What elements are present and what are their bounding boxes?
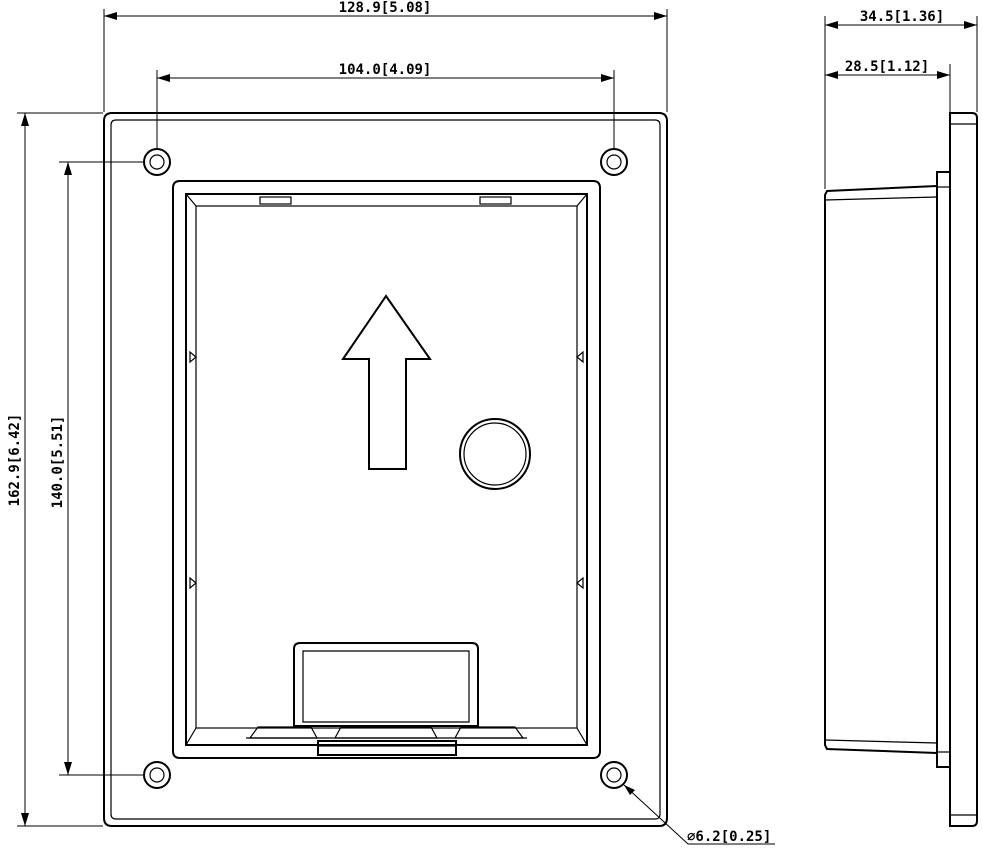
dimension-hole-spacing-height: 140.0[5.51]	[50, 161, 143, 776]
dimension-overall-width: 128.9[5.08]	[103, 0, 668, 112]
cable-hole	[459, 418, 531, 490]
side-notch-right-lower	[576, 576, 584, 590]
dimension-side-total-depth: 34.5[1.36]	[824, 9, 978, 189]
front-outer-frame	[103, 112, 668, 827]
dimension-side-box-depth: 28.5[1.12]	[825, 59, 951, 112]
side-notch-left-upper	[189, 350, 197, 364]
top-tab-right	[479, 196, 512, 205]
dimension-hole-spacing-width: 104.0[4.09]	[156, 62, 615, 148]
side-notch-right-upper	[576, 350, 584, 364]
side-box-body	[824, 185, 938, 754]
up-arrow-icon	[341, 294, 432, 470]
label-side-total-depth: 34.5[1.36]	[860, 9, 944, 25]
label-hole-diameter: ⌀6.2[0.25]	[687, 829, 771, 845]
label-overall-height: 162.9[6.42]	[7, 414, 23, 507]
front-frame-inner-edge	[110, 119, 661, 820]
side-step	[936, 171, 951, 768]
dimension-hole-diameter: ⌀6.2[0.25]	[623, 784, 775, 845]
bottom-cable-bracket	[246, 642, 527, 756]
label-hole-spacing-height: 140.0[5.51]	[50, 416, 66, 509]
recess-back-wall	[195, 205, 578, 729]
dimension-overall-height: 162.9[6.42]	[7, 112, 103, 827]
recess-outer	[172, 180, 601, 759]
side-notch-left-lower	[189, 576, 197, 590]
label-overall-width: 128.9[5.08]	[339, 0, 432, 16]
recess-inner	[185, 193, 588, 746]
mounting-hole-top-left	[143, 148, 171, 176]
mounting-hole-bottom-left	[143, 761, 171, 789]
side-flange	[949, 112, 978, 827]
mounting-hole-top-right	[600, 148, 628, 176]
mounting-hole-bottom-right	[600, 761, 628, 789]
label-hole-spacing-width: 104.0[4.09]	[339, 62, 432, 78]
top-tab-left	[259, 196, 292, 205]
label-side-box-depth: 28.5[1.12]	[845, 59, 929, 75]
front-view	[103, 112, 668, 827]
side-view	[824, 112, 978, 827]
